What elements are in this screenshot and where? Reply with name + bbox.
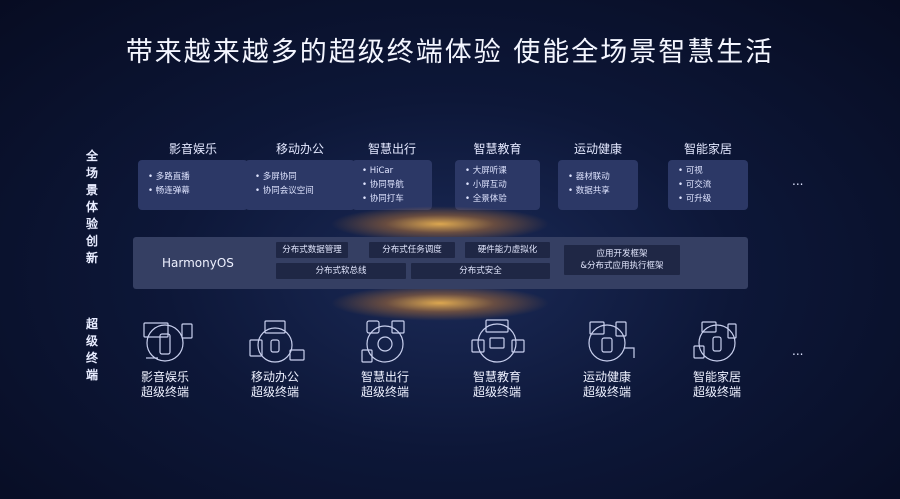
- device-travel: 智慧出行 超级终端: [340, 318, 430, 400]
- glow-connector-top: [330, 206, 550, 242]
- category-item: 数据共享: [568, 184, 632, 198]
- device-label-line2: 超级终端: [582, 385, 631, 399]
- health-device-icon: [572, 318, 642, 368]
- category-item: 协同会议空间: [255, 184, 349, 198]
- category-item: HiCar: [362, 164, 426, 178]
- category-item: 大屏听课: [465, 164, 534, 178]
- device-label-line1: 影音娱乐: [140, 370, 189, 384]
- device-label-line1: 运动健康: [582, 370, 631, 384]
- more-devices-ellipsis: ...: [792, 344, 804, 358]
- category-item: 可视: [678, 164, 742, 178]
- category-card-travel: 智慧出行 HiCar 协同导航 协同打车: [352, 140, 432, 210]
- module-data-management: 分布式数据管理: [276, 242, 348, 258]
- module-task-scheduling: 分布式任务调度: [369, 242, 455, 258]
- category-item: 可升级: [678, 192, 742, 206]
- category-title: 移动办公: [275, 142, 324, 156]
- device-health: 运动健康 超级终端: [562, 318, 652, 400]
- entertainment-device-icon: [130, 318, 200, 368]
- glow-connector-bottom: [330, 285, 550, 321]
- home-device-icon: [682, 318, 752, 368]
- module-app-framework: 应用开发框架 &分布式应用执行框架: [564, 245, 680, 275]
- module-security: 分布式安全: [411, 263, 550, 279]
- category-title: 智能家居: [683, 142, 732, 156]
- module-app-framework-line1: 应用开发框架: [596, 249, 648, 259]
- category-item: 畅连弹幕: [148, 184, 242, 198]
- device-label-line2: 超级终端: [360, 385, 409, 399]
- device-label-line2: 超级终端: [250, 385, 299, 399]
- device-entertainment: 影音娱乐 超级终端: [120, 318, 210, 400]
- category-item: 协同打车: [362, 192, 426, 206]
- category-title: 智慧教育: [473, 142, 522, 156]
- device-label-line2: 超级终端: [692, 385, 741, 399]
- category-title: 智慧出行: [367, 142, 416, 156]
- device-label-line2: 超级终端: [140, 385, 189, 399]
- category-card-home: 智能家居 可视 可交流 可升级: [668, 140, 748, 210]
- more-categories-ellipsis: ...: [792, 174, 804, 188]
- device-label-line1: 智慧出行: [360, 370, 409, 384]
- side-label-innovation: 全场景体验创新: [85, 149, 98, 265]
- device-label-line1: 移动办公: [250, 370, 299, 384]
- category-title: 影音娱乐: [168, 142, 217, 156]
- harmonyos-label: HarmonyOS: [162, 256, 234, 270]
- device-label-line2: 超级终端: [472, 385, 521, 399]
- category-item: 多屏协同: [255, 170, 349, 184]
- category-item: 可交流: [678, 178, 742, 192]
- category-card-education: 智慧教育 大屏听课 小屏互动 全景体验: [455, 140, 540, 210]
- device-label-line1: 智慧教育: [472, 370, 521, 384]
- device-home: 智能家居 超级终端: [672, 318, 762, 400]
- device-office: 移动办公 超级终端: [230, 318, 320, 400]
- page-title: 带来越来越多的超级终端体验 使能全场景智慧生活: [125, 37, 775, 68]
- module-soft-bus: 分布式软总线: [276, 263, 406, 279]
- category-card-entertainment: 影音娱乐 多路直播 畅连弹幕: [138, 140, 248, 210]
- category-title: 运动健康: [573, 142, 622, 156]
- category-item: 全景体验: [465, 192, 534, 206]
- device-education: 智慧教育 超级终端: [452, 318, 542, 400]
- module-hardware-virtualization: 硬件能力虚拟化: [465, 242, 550, 258]
- category-card-office: 移动办公 多屏协同 协同会议空间: [245, 140, 355, 210]
- education-device-icon: [462, 318, 532, 368]
- category-item: 器材联动: [568, 170, 632, 184]
- office-device-icon: [240, 318, 310, 368]
- travel-device-icon: [350, 318, 420, 368]
- category-item: 协同导航: [362, 178, 426, 192]
- category-item: 小屏互动: [465, 178, 534, 192]
- module-app-framework-line2: &分布式应用执行框架: [580, 261, 664, 271]
- category-item: 多路直播: [148, 170, 242, 184]
- category-card-health: 运动健康 器材联动 数据共享: [558, 140, 638, 210]
- device-label-line1: 智能家居: [692, 370, 741, 384]
- side-label-terminal: 超级终端: [85, 317, 98, 382]
